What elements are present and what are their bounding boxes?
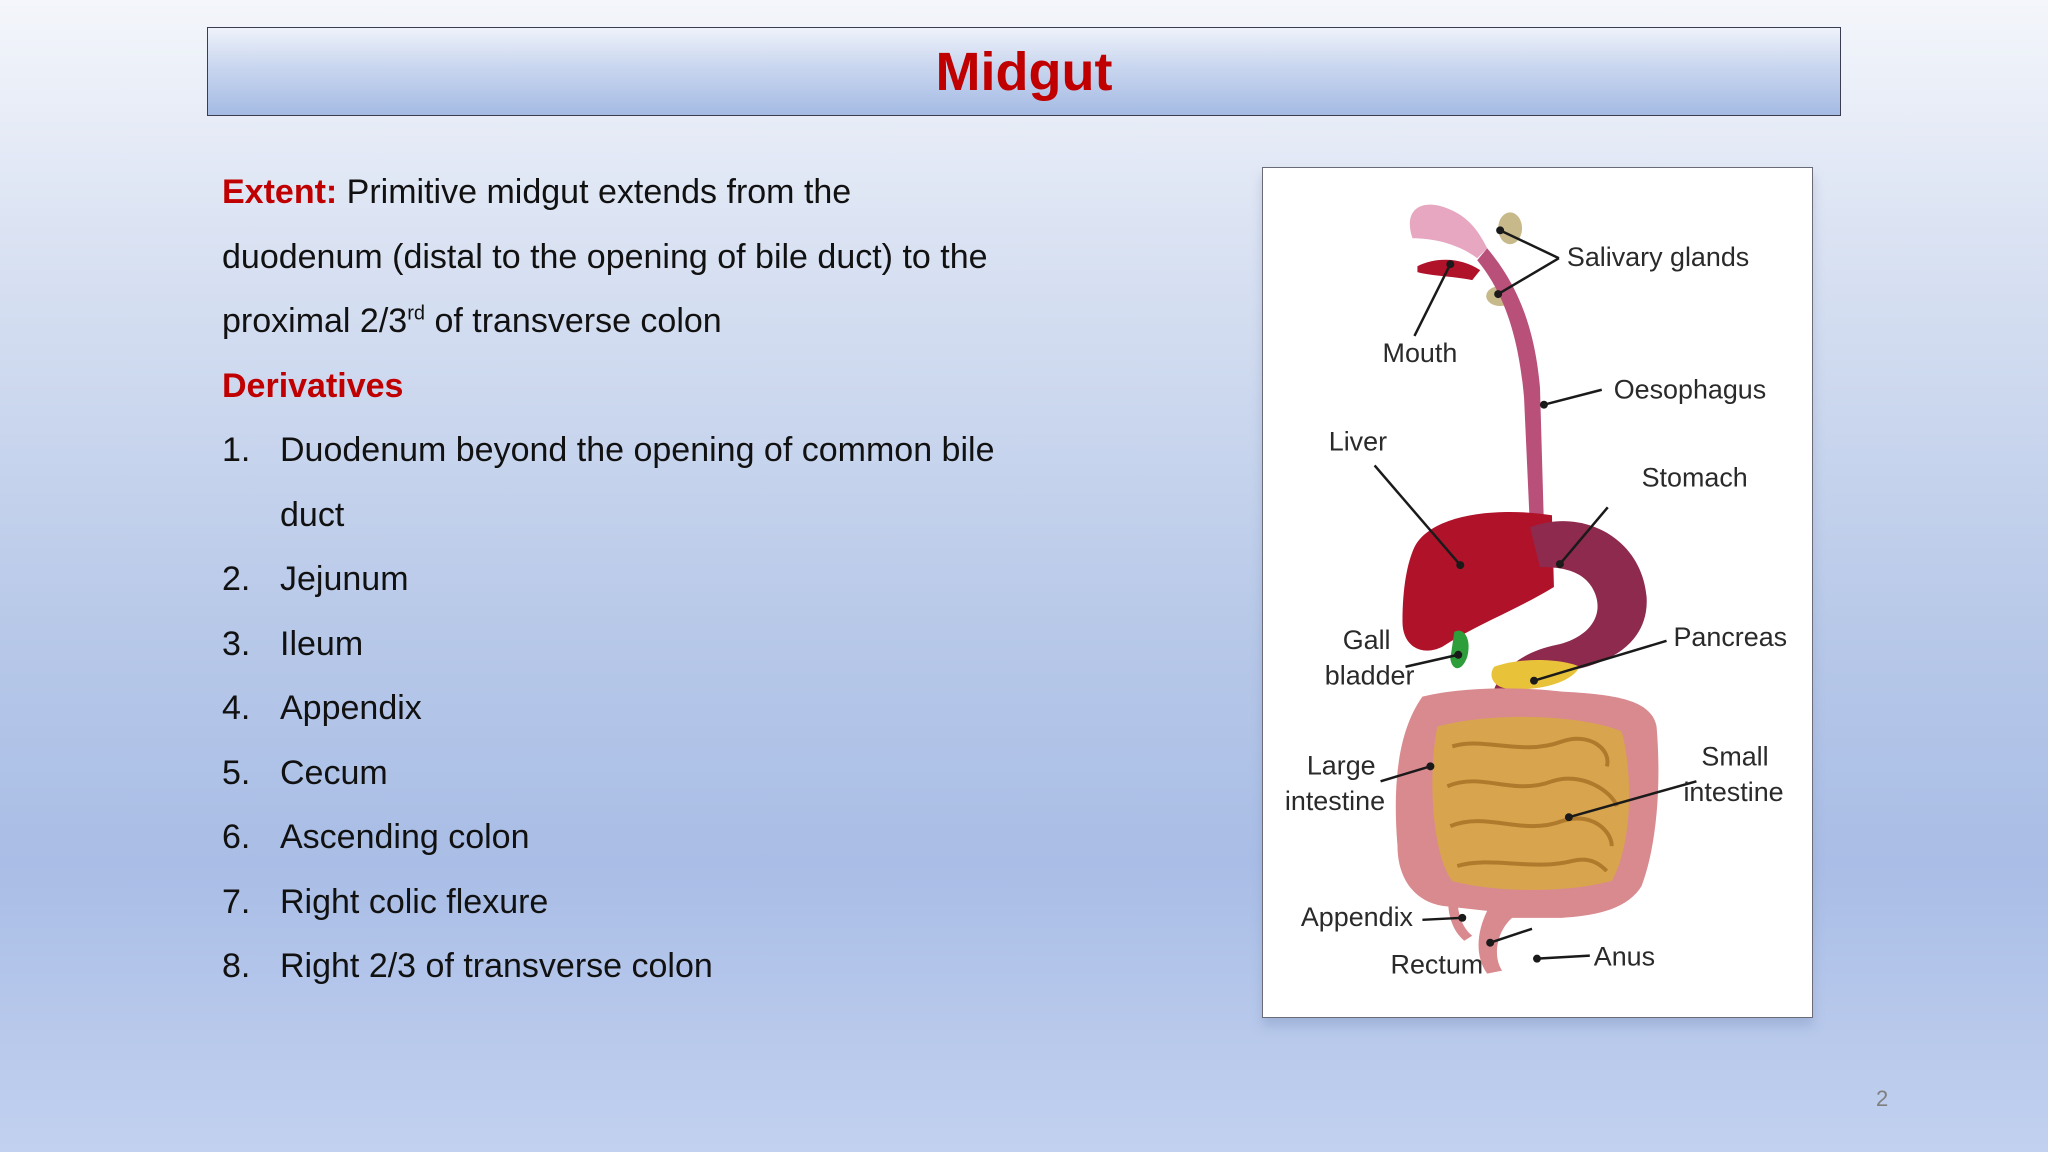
list-item: 8. Right 2/3 of transverse colon bbox=[222, 934, 1102, 999]
list-item: 1. Duodenum beyond the opening of common… bbox=[222, 418, 1102, 547]
extent-line-1: Extent: Primitive midgut extends from th… bbox=[222, 160, 1102, 225]
extent-label: Extent: bbox=[222, 173, 338, 211]
list-number: 6. bbox=[222, 818, 251, 856]
pancreas-shape bbox=[1491, 659, 1580, 690]
list-text: Right 2/3 of transverse colon bbox=[280, 947, 713, 985]
label-small: Small bbox=[1701, 741, 1768, 771]
list-number: 4. bbox=[222, 689, 251, 727]
label-small-intestine: intestine bbox=[1683, 777, 1783, 807]
digestive-system-figure: Salivary glands Mouth Oesophagus Liver S… bbox=[1262, 167, 1813, 1018]
list-item: 5. Cecum bbox=[222, 741, 1102, 806]
list-text-line: Duodenum beyond the opening of common bi… bbox=[280, 431, 995, 469]
derivatives-heading: Derivatives bbox=[222, 366, 404, 405]
digestive-system-illustration: Salivary glands Mouth Oesophagus Liver S… bbox=[1285, 204, 1788, 980]
label-large: Large bbox=[1307, 750, 1376, 780]
list-text: Right colic flexure bbox=[280, 882, 549, 921]
label-oesophagus: Oesophagus bbox=[1614, 375, 1767, 405]
label-pancreas: Pancreas bbox=[1674, 622, 1788, 652]
slide-title-box: Midgut bbox=[207, 27, 1841, 116]
extent-text-3a: proximal 2/3 bbox=[222, 302, 408, 340]
liver-shape bbox=[1402, 511, 1554, 651]
list-item: 4. Appendix bbox=[222, 676, 1102, 741]
label-salivary-glands: Salivary glands bbox=[1567, 242, 1749, 272]
extent-line-2: duodenum (distal to the opening of bile … bbox=[222, 237, 988, 276]
oesophagus-shape bbox=[1477, 248, 1544, 530]
label-mouth: Mouth bbox=[1383, 338, 1458, 368]
leader-dots bbox=[1426, 226, 1573, 963]
list-text: Jejunum bbox=[280, 560, 409, 598]
stomach-shape bbox=[1490, 521, 1647, 707]
list-text: Ascending colon bbox=[280, 818, 530, 856]
label-appendix: Appendix bbox=[1301, 902, 1414, 932]
list-item: 6. Ascending colon bbox=[222, 805, 1102, 870]
list-item: 2. Jejunum bbox=[222, 547, 1102, 612]
label-rectum: Rectum bbox=[1391, 950, 1484, 980]
extent-text-3b: of transverse colon bbox=[425, 302, 722, 340]
label-gall: Gall bbox=[1343, 625, 1391, 655]
list-text: Ileum bbox=[280, 624, 364, 663]
list-number: 3. bbox=[222, 624, 251, 663]
tongue-shape bbox=[1417, 259, 1481, 281]
extent-line-3: proximal 2/3rd of transverse colon bbox=[222, 289, 1102, 354]
slide-body: Extent: Primitive midgut extends from th… bbox=[222, 160, 1102, 999]
list-number: 5. bbox=[222, 753, 251, 792]
salivary-gland-shape bbox=[1498, 212, 1523, 245]
small-intestine-shape bbox=[1432, 716, 1630, 890]
list-text: Cecum bbox=[280, 753, 388, 792]
label-anus: Anus bbox=[1594, 942, 1655, 972]
list-number: 1. bbox=[222, 431, 251, 469]
list-text-continuation: duct bbox=[280, 495, 345, 534]
mouth-shape bbox=[1409, 204, 1488, 259]
list-item: 3. Ileum bbox=[222, 612, 1102, 677]
list-item: 7. Right colic flexure bbox=[222, 870, 1102, 935]
gallbladder-shape bbox=[1450, 630, 1469, 669]
label-large-intestine: intestine bbox=[1285, 786, 1385, 816]
slide-title: Midgut bbox=[935, 41, 1113, 102]
leader-lines bbox=[1373, 229, 1697, 960]
page-number: 2 bbox=[1876, 1086, 1889, 1111]
list-text: Appendix bbox=[280, 689, 422, 727]
label-stomach: Stomach bbox=[1642, 462, 1748, 492]
list-text: Duodenum beyond the opening of common bi… bbox=[280, 418, 1102, 547]
label-bladder: bladder bbox=[1325, 661, 1415, 691]
extent-superscript: rd bbox=[407, 302, 425, 325]
small-intestine-coils bbox=[1446, 736, 1619, 873]
list-number: 7. bbox=[222, 882, 251, 921]
list-number: 8. bbox=[222, 947, 251, 985]
label-liver: Liver bbox=[1329, 427, 1387, 457]
list-number: 2. bbox=[222, 560, 251, 598]
extent-text-1: Primitive midgut extends from the bbox=[337, 173, 852, 211]
